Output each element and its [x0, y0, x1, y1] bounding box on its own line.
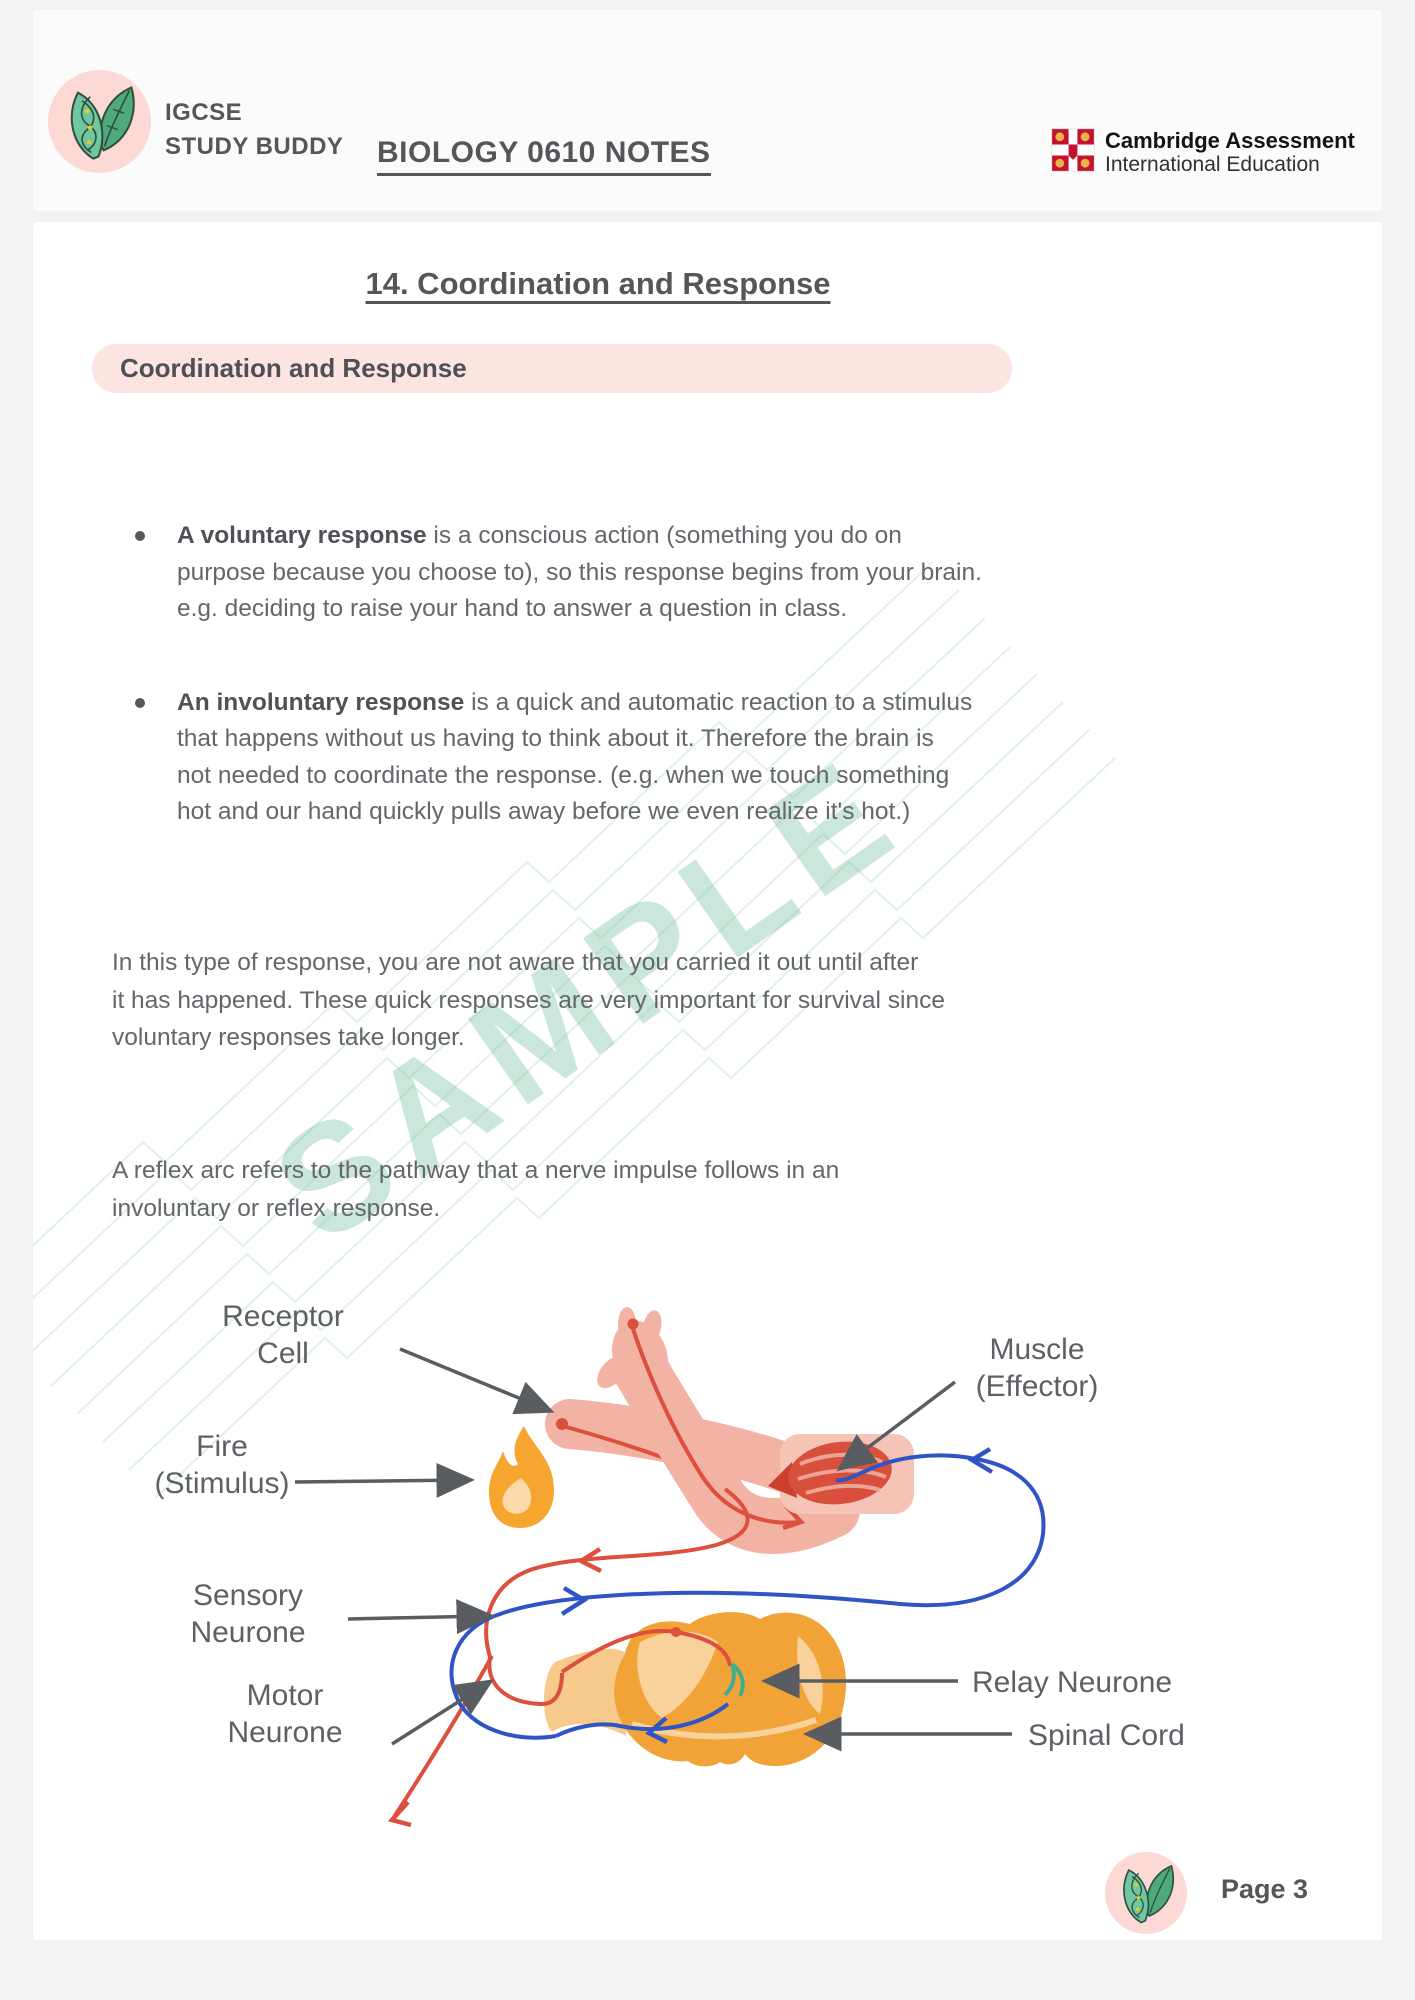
cambridge-text-line1: Cambridge Assessment [1105, 128, 1355, 153]
spinal-cord-label: Spinal Cord [1028, 1719, 1185, 1752]
brand-name: IGCSE STUDY BUDDY [165, 96, 343, 164]
cambridge-shield-icon [1051, 128, 1095, 172]
motor-arrow [391, 1679, 494, 1746]
sensory-neurone-path [387, 1487, 750, 1828]
fire-arrow [294, 1462, 475, 1498]
list-item: A voluntary response is a conscious acti… [121, 518, 1001, 628]
bullet-bold-lead: An involuntary response [177, 688, 465, 716]
sensory-arrow [347, 1599, 495, 1635]
paragraph-reflex-importance: In this type of response, you are not aw… [112, 949, 945, 1051]
list-item: An involuntary response is a quick and a… [121, 685, 1001, 831]
muscle-effector-label: Muscle [989, 1333, 1084, 1366]
bullet-bold-lead: A voluntary response [177, 522, 427, 549]
topic-header-text: Coordination and Response [120, 353, 467, 383]
fire-stimulus-label-2: (Stimulus) [154, 1467, 289, 1500]
section-title: 14. Coordination and Response [365, 266, 831, 301]
notes-page: SAMPLE 14. Coordination and Response Coo… [33, 222, 1382, 1940]
studybuddy-logo [48, 70, 151, 173]
cambridge-logo: Cambridge Assessment International Educa… [1051, 128, 1355, 177]
leaf-dna-icon [1123, 1864, 1175, 1924]
receptor-cell-label-2: Cell [257, 1337, 309, 1370]
brand-line1: IGCSE [165, 99, 243, 126]
reflex-arc-diagram: Receptor Cell Fire (Stimulus) Sensory Ne… [154, 1300, 1185, 1828]
fire-flame-icon [489, 1426, 554, 1528]
sensory-neurone-label: Sensory [193, 1579, 303, 1612]
bullet-dot-icon [135, 531, 145, 541]
muscle-effector-label-2: (Effector) [976, 1370, 1099, 1403]
brand-line2: STUDY BUDDY [165, 133, 344, 160]
muscle-effector-illustration [768, 1434, 914, 1514]
fire-stimulus-label: Fire [196, 1430, 248, 1463]
leaf-dna-icon [70, 86, 135, 160]
relay-neurone-path [723, 1662, 745, 1697]
bullet-list: A voluntary response is a conscious acti… [121, 518, 1001, 888]
sensory-neurone-label-2: Neurone [190, 1616, 305, 1649]
footer-logo [1105, 1852, 1187, 1934]
paragraph-reflex-arc: A reflex arc refers to the pathway that … [112, 1157, 840, 1222]
cambridge-text-line2: International Education [1105, 153, 1320, 176]
page-header: IGCSE STUDY BUDDY BIOLOGY 0610 NOTES Cam… [33, 10, 1382, 211]
bullet-dot-icon [135, 697, 145, 708]
topic-header-bar: Coordination and Response [92, 344, 1012, 393]
motor-neurone-label: Motor [247, 1679, 324, 1712]
motor-neurone-label-2: Neurone [227, 1716, 342, 1749]
relay-neurone-label: Relay Neurone [972, 1666, 1172, 1699]
spinal-cord-illustration [544, 1612, 846, 1767]
receptor-arrow [399, 1347, 555, 1415]
document-title: BIOLOGY 0610 NOTES [377, 136, 711, 176]
receptor-cell-label: Receptor [222, 1300, 344, 1333]
page-number: Page 3 [1221, 1874, 1309, 1904]
